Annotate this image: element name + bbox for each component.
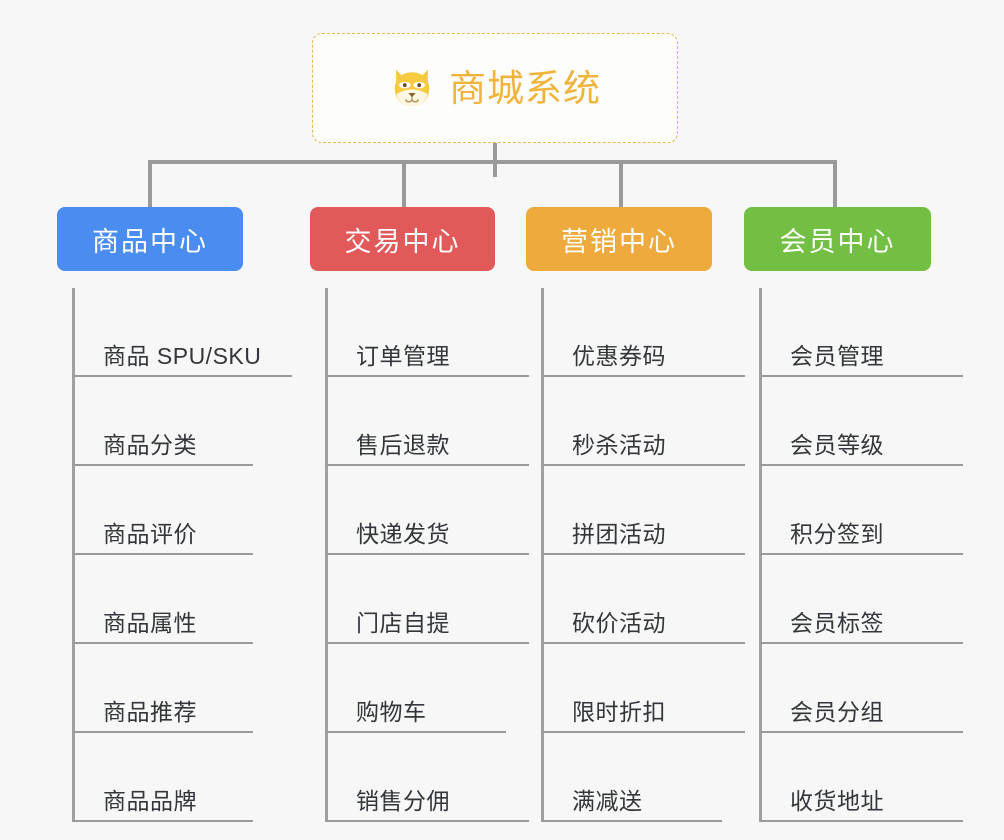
item-label: 商品 SPU/SKU <box>103 342 262 369</box>
column-title: 营销中心 <box>561 226 677 257</box>
list-item[interactable]: 商品推荐 <box>73 644 253 733</box>
connector-drop-2 <box>402 160 406 207</box>
column-marketing-center: 营销中心 优惠券码 秒杀活动 拼团活动 砍价活动 限时折扣 满减送 <box>526 207 745 822</box>
list-item[interactable]: 砍价活动 <box>542 555 745 644</box>
item-label: 订单管理 <box>356 342 450 369</box>
list-item[interactable]: 拼团活动 <box>542 466 745 555</box>
list-item[interactable]: 商品 SPU/SKU <box>73 288 292 377</box>
item-label: 售后退款 <box>356 431 450 458</box>
column-product-center: 商品中心 商品 SPU/SKU 商品分类 商品评价 商品属性 商品推荐 商品品牌 <box>57 207 292 822</box>
list-item[interactable]: 积分签到 <box>760 466 963 555</box>
column-title: 会员中心 <box>779 226 896 257</box>
list-item[interactable]: 商品属性 <box>73 555 253 644</box>
item-label: 销售分佣 <box>356 787 450 814</box>
item-label: 会员管理 <box>790 342 884 369</box>
list-item[interactable]: 商品品牌 <box>73 733 253 822</box>
list-item[interactable]: 快递发货 <box>326 466 529 555</box>
item-label: 会员等级 <box>790 431 884 458</box>
connector-horizontal-bus <box>148 160 836 164</box>
column-member-center: 会员中心 会员管理 会员等级 积分签到 会员标签 会员分组 收货地址 <box>744 207 963 822</box>
column-header-trade-center[interactable]: 交易中心 <box>310 207 495 271</box>
root-node[interactable]: 商城系统 <box>312 33 678 143</box>
item-list-trade-center: 订单管理 售后退款 快递发货 门店自提 购物车 销售分佣 <box>310 288 529 822</box>
list-item[interactable]: 会员等级 <box>760 377 963 466</box>
list-item[interactable]: 优惠券码 <box>542 288 745 377</box>
list-item[interactable]: 购物车 <box>326 644 506 733</box>
item-label: 商品品牌 <box>103 787 197 814</box>
column-trade-center: 交易中心 订单管理 售后退款 快递发货 门店自提 购物车 销售分佣 <box>310 207 529 822</box>
connector-drop-1 <box>148 160 152 207</box>
item-list-marketing-center: 优惠券码 秒杀活动 拼团活动 砍价活动 限时折扣 满减送 <box>526 288 745 822</box>
column-header-member-center[interactable]: 会员中心 <box>744 207 931 271</box>
item-label: 快递发货 <box>356 520 450 547</box>
list-item[interactable]: 限时折扣 <box>542 644 745 733</box>
item-label: 会员分组 <box>790 698 884 725</box>
item-label: 限时折扣 <box>572 698 666 725</box>
list-item[interactable]: 门店自提 <box>326 555 529 644</box>
column-title: 交易中心 <box>344 226 461 257</box>
list-item[interactable]: 会员标签 <box>760 555 963 644</box>
column-header-product-center[interactable]: 商品中心 <box>57 207 243 271</box>
item-label: 会员标签 <box>790 609 884 636</box>
connector-drop-3 <box>619 160 623 207</box>
list-item[interactable]: 售后退款 <box>326 377 529 466</box>
list-item[interactable]: 订单管理 <box>326 288 529 377</box>
item-label: 购物车 <box>356 698 427 725</box>
item-list-product-center: 商品 SPU/SKU 商品分类 商品评价 商品属性 商品推荐 商品品牌 <box>57 288 292 822</box>
list-item[interactable]: 商品评价 <box>73 466 253 555</box>
list-item[interactable]: 会员管理 <box>760 288 963 377</box>
list-item[interactable]: 秒杀活动 <box>542 377 745 466</box>
list-item[interactable]: 销售分佣 <box>326 733 529 822</box>
item-label: 商品推荐 <box>103 698 197 725</box>
item-label: 商品评价 <box>103 520 197 547</box>
item-label: 拼团活动 <box>572 520 666 547</box>
connector-drop-4 <box>833 160 837 207</box>
column-title: 商品中心 <box>92 226 208 257</box>
item-label: 砍价活动 <box>572 609 666 636</box>
list-item[interactable]: 会员分组 <box>760 644 963 733</box>
item-label: 商品属性 <box>103 609 197 636</box>
dog-face-icon <box>394 69 430 106</box>
list-item[interactable]: 商品分类 <box>73 377 253 466</box>
column-header-marketing-center[interactable]: 营销中心 <box>526 207 712 271</box>
root-title: 商城系统 <box>449 67 601 109</box>
item-label: 商品分类 <box>103 431 197 458</box>
item-label: 满减送 <box>572 787 643 814</box>
list-item[interactable]: 收货地址 <box>760 733 963 822</box>
item-label: 门店自提 <box>356 609 450 636</box>
list-item[interactable]: 满减送 <box>542 733 722 822</box>
item-list-member-center: 会员管理 会员等级 积分签到 会员标签 会员分组 收货地址 <box>744 288 963 822</box>
item-label: 优惠券码 <box>572 342 666 369</box>
item-label: 秒杀活动 <box>572 431 666 458</box>
item-label: 积分签到 <box>790 520 884 547</box>
item-label: 收货地址 <box>790 787 884 814</box>
